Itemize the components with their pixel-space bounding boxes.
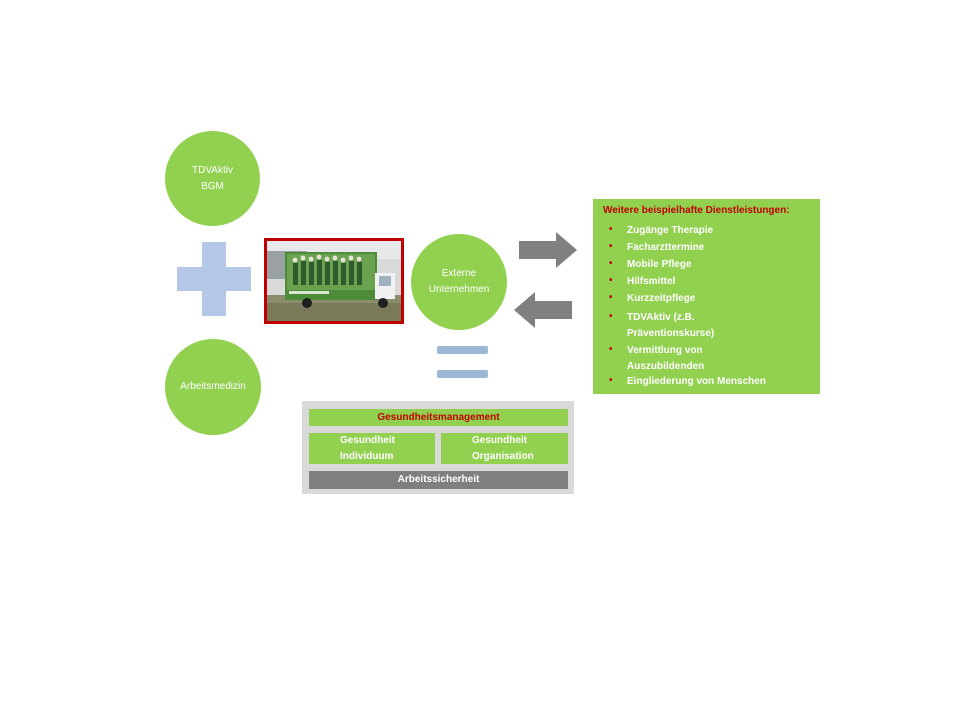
list-item: • TDVAktiv (z.B. Präventionskurse) bbox=[609, 310, 812, 342]
gesundheit-individuum-cell: Gesundheit Individuum bbox=[309, 433, 435, 464]
tdvaktiv-bgm-circle: TDVAktiv BGM bbox=[165, 131, 260, 226]
service-text: Kurzzeitpflege bbox=[627, 293, 696, 304]
unternehmen-label: Unternehmen bbox=[428, 284, 490, 295]
service-text: Hilfsmittel bbox=[627, 276, 676, 287]
bullet-icon: • bbox=[609, 224, 613, 235]
truck-photo bbox=[264, 238, 404, 324]
service-text-line2: Auszubildenden bbox=[627, 361, 705, 372]
services-title: Weitere beispielhafte Dienstleistungen: bbox=[603, 205, 790, 216]
service-text: Eingliederung von Menschen bbox=[627, 376, 766, 387]
arbeitssicherheit-bar: Arbeitssicherheit bbox=[309, 471, 568, 489]
arrow-right-icon bbox=[519, 232, 577, 268]
equals-top-bar bbox=[437, 346, 488, 354]
gesundheitsmanagement-title: Gesundheitsmanagement bbox=[309, 409, 568, 426]
services-list: • Zugänge Therapie • Facharzttermine • Mobi… bbox=[603, 224, 812, 388]
service-text: TDVAktiv (z.B. bbox=[627, 312, 695, 323]
bullet-icon: • bbox=[609, 241, 613, 252]
arbeitsmedizin-circle: Arbeitsmedizin bbox=[165, 339, 261, 435]
service-text: Zugänge Therapie bbox=[627, 225, 714, 236]
bgm-label: BGM bbox=[201, 180, 224, 192]
service-text-line2: Präventionskurse) bbox=[627, 328, 715, 339]
externe-unternehmen-circle: Externe Unternehmen bbox=[411, 234, 507, 330]
equals-bottom-bar bbox=[437, 370, 488, 378]
gesundheitsmanagement-box: Gesundheitsmanagement Gesundheit Individ… bbox=[302, 401, 574, 494]
individuum-line1: Gesundheit bbox=[340, 435, 396, 446]
list-item: • Mobile Pflege bbox=[609, 258, 812, 271]
services-box: Weitere beispielhafte Dienstleistungen: … bbox=[593, 199, 820, 394]
gesundheit-organisation-cell: Gesundheit Organisation bbox=[441, 433, 568, 464]
arbeitsmedizin-label: Arbeitsmedizin bbox=[180, 381, 246, 392]
bullet-icon: • bbox=[609, 311, 613, 322]
list-item: • Facharzttermine bbox=[609, 241, 812, 254]
service-text: Mobile Pflege bbox=[627, 259, 692, 270]
list-item: • Hilfsmittel bbox=[609, 275, 812, 288]
truck-illustration bbox=[267, 241, 401, 321]
organisation-line2: Organisation bbox=[472, 451, 534, 462]
service-text: Vermittlung von bbox=[627, 345, 703, 356]
organisation-line1: Gesundheit bbox=[472, 435, 528, 446]
externe-label: Externe bbox=[441, 268, 477, 279]
plus-horizontal-bar bbox=[177, 267, 251, 291]
bullet-icon: • bbox=[609, 375, 613, 386]
list-item: • Zugänge Therapie bbox=[609, 224, 812, 237]
list-item: • Kurzzeitpflege bbox=[609, 292, 812, 305]
service-text: Facharzttermine bbox=[627, 242, 705, 253]
bullet-icon: • bbox=[609, 344, 613, 355]
arrow-left-icon bbox=[514, 292, 572, 328]
bullet-icon: • bbox=[609, 258, 613, 269]
tdvaktiv-label: TDVAktiv bbox=[192, 164, 233, 176]
bullet-icon: • bbox=[609, 292, 613, 303]
individuum-line2: Individuum bbox=[340, 451, 394, 462]
list-item: • Eingliederung von Menschen bbox=[609, 375, 812, 388]
bullet-icon: • bbox=[609, 275, 613, 286]
